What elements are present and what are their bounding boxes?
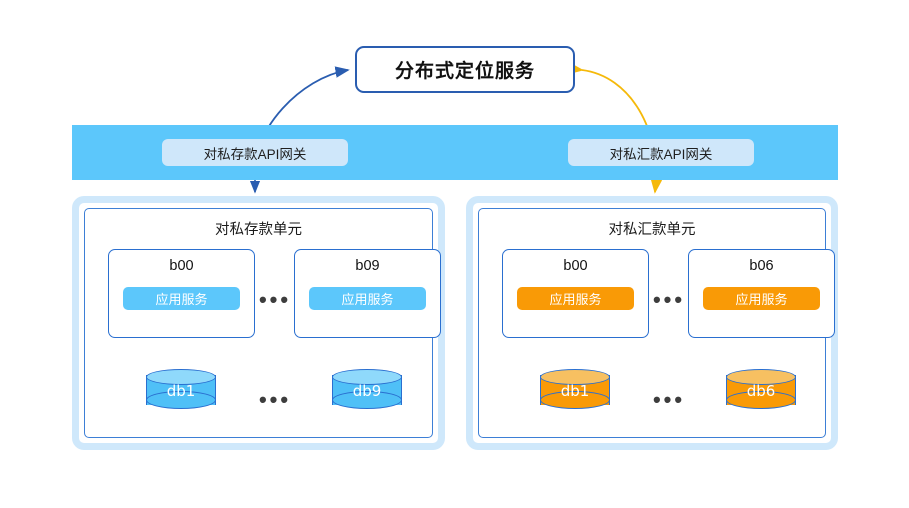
service-remittance-b00-label: 应用服务	[549, 292, 602, 307]
node-deposit-b09-label: b09	[355, 258, 380, 274]
db-ellipsis-deposit: •••	[258, 387, 292, 412]
db-ellipsis-remittance: •••	[652, 387, 686, 412]
db-top	[332, 369, 402, 385]
service-remittance-b00[interactable]: 应用服务	[517, 287, 634, 310]
database-remittance-db1[interactable]: db1	[540, 369, 610, 411]
database-remittance-db6-label: db6	[746, 382, 776, 400]
unit-remittance-title: 对私汇款单元	[608, 222, 696, 238]
gateway-remittance-label: 对私汇款API网关	[609, 146, 713, 162]
node-deposit-b00[interactable]: b00 应用服务	[108, 249, 255, 338]
db-bottom	[726, 391, 796, 409]
node-ellipsis-remittance: •••	[652, 287, 686, 312]
db-bottom	[146, 391, 216, 409]
database-deposit-db1-label: db1	[166, 382, 196, 400]
unit-deposit-title: 对私存款单元	[215, 222, 302, 238]
db-top	[146, 369, 216, 385]
node-deposit-b09[interactable]: b09 应用服务	[294, 249, 441, 338]
db-top	[726, 369, 796, 385]
service-deposit-b09-label: 应用服务	[341, 292, 394, 307]
database-remittance-db6[interactable]: db6	[726, 369, 796, 411]
service-deposit-b09[interactable]: 应用服务	[309, 287, 426, 310]
gateway-deposit[interactable]: 对私存款API网关	[162, 139, 348, 166]
locator-service-label: 分布式定位服务	[394, 61, 535, 82]
db-top	[540, 369, 610, 385]
database-deposit-db1[interactable]: db1	[146, 369, 216, 411]
unit-deposit-inner: 对私存款单元 b00 应用服务 ••• b09 应用服务 db1 •	[84, 208, 441, 438]
service-deposit-b00[interactable]: 应用服务	[123, 287, 240, 310]
node-remittance-b06-label: b06	[749, 258, 774, 274]
db-bottom	[332, 391, 402, 409]
database-deposit-db9[interactable]: db9	[332, 369, 402, 411]
node-deposit-b00-label: b00	[169, 258, 194, 274]
database-deposit-db9-label: db9	[352, 382, 382, 400]
gateway-deposit-label: 对私存款API网关	[203, 146, 307, 162]
node-remittance-b06[interactable]: b06 应用服务	[688, 249, 835, 338]
gateway-remittance[interactable]: 对私汇款API网关	[568, 139, 754, 166]
database-remittance-db1-label: db1	[560, 382, 590, 400]
node-remittance-b00[interactable]: b00 应用服务	[502, 249, 649, 338]
service-remittance-b06[interactable]: 应用服务	[703, 287, 820, 310]
unit-remittance[interactable]: 对私汇款单元 b00 应用服务 ••• b06 应用服务 db1 •	[466, 196, 838, 450]
service-remittance-b06-label: 应用服务	[735, 292, 788, 307]
db-bottom	[540, 391, 610, 409]
unit-remittance-inner: 对私汇款单元 b00 应用服务 ••• b06 应用服务 db1 •	[478, 208, 835, 438]
node-ellipsis-deposit: •••	[258, 287, 292, 312]
unit-deposit[interactable]: 对私存款单元 b00 应用服务 ••• b09 应用服务 db1 •	[72, 196, 445, 450]
service-deposit-b00-label: 应用服务	[155, 292, 208, 307]
node-remittance-b00-label: b00	[563, 258, 588, 274]
locator-service-box[interactable]: 分布式定位服务	[355, 46, 575, 93]
